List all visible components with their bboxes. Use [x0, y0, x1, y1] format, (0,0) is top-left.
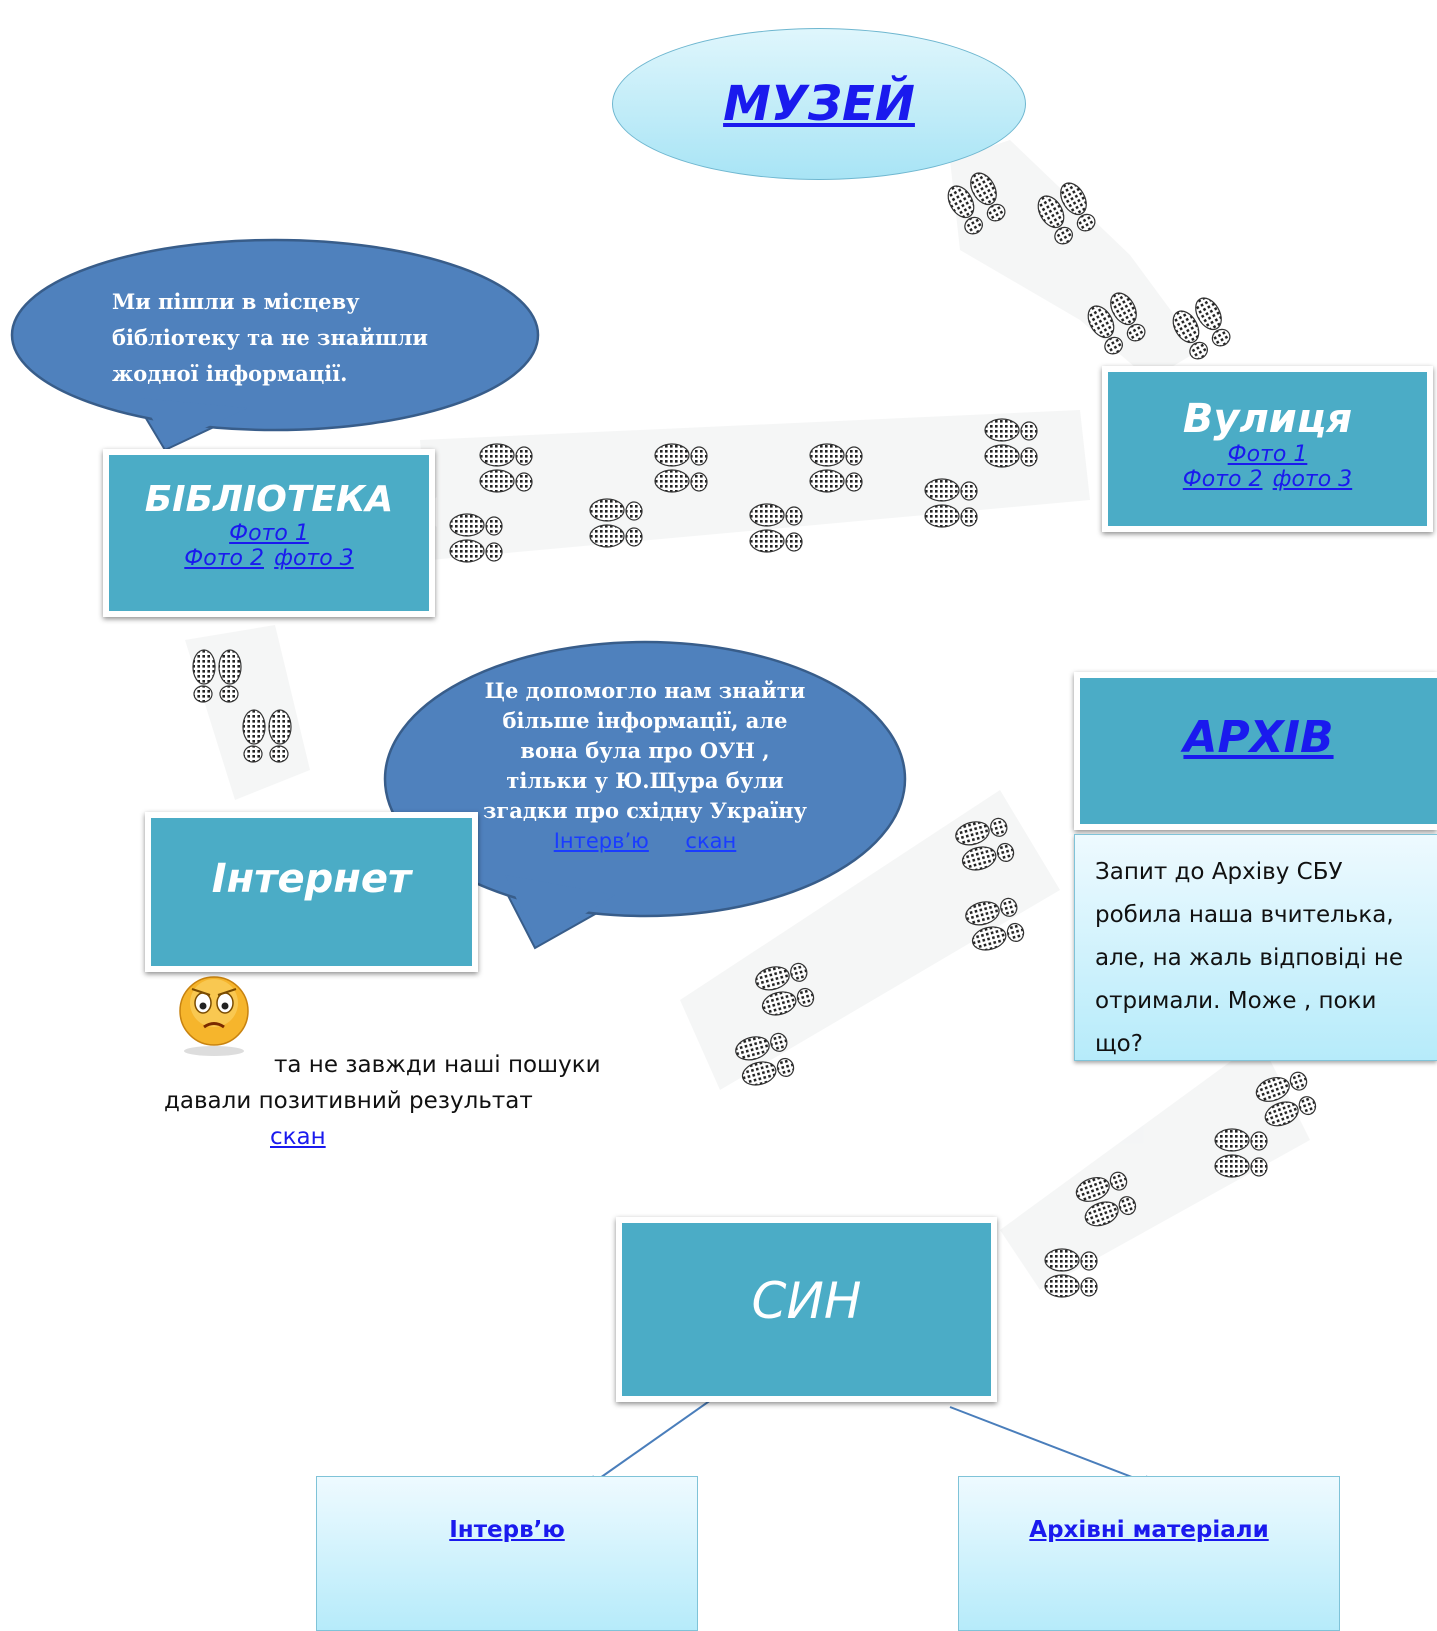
archive-materials-node: Архівні матеріали: [958, 1476, 1340, 1631]
archive-note: Запит до Архіву СБУ робила наша вчительк…: [1074, 834, 1437, 1061]
archive-link[interactable]: АРХІВ: [1183, 712, 1334, 763]
street-title: Вулиця: [1182, 396, 1353, 442]
library-bubble-text: Ми пішли в місцеву бібліотеку та не знай…: [112, 284, 432, 392]
fail-line-2: давали позитивний результат: [164, 1088, 533, 1114]
internet-node: Інтернет: [145, 812, 478, 972]
archive-node: АРХІВ: [1074, 672, 1437, 830]
library-photo-2-link[interactable]: Фото 2: [184, 546, 264, 571]
speech-bubble-internet: [383, 640, 907, 950]
bubble-line: вона була про ОУН ,: [520, 738, 770, 763]
fail-scan-link[interactable]: скан: [270, 1124, 326, 1150]
archive-note-line: робила наша вчителька,: [1095, 902, 1394, 928]
sad-face-icon: [179, 976, 249, 1056]
archive-note-line: Запит до Архіву СБУ: [1095, 859, 1343, 885]
bubble-line: жодної інформації.: [112, 361, 348, 386]
internet-interview-link[interactable]: Інтерв’ю: [553, 829, 649, 853]
fail-line-1: та не завжди наші пошуки: [274, 1052, 601, 1078]
son-title: СИН: [751, 1272, 862, 1330]
archive-note-line: отримали. Може , поки: [1095, 988, 1377, 1014]
bubble-line: Це допомогло нам знайти: [484, 678, 806, 703]
bubble-line: згадки про східну Україну: [483, 798, 807, 823]
internet-scan-link[interactable]: скан: [685, 829, 737, 853]
archive-note-line: але, на жаль відповіді не: [1095, 945, 1404, 971]
failed-search-note: та не завжди наші пошуки давали позитивн…: [164, 1047, 634, 1155]
museum-link[interactable]: МУЗЕЙ: [723, 76, 915, 132]
street-photo-3-link[interactable]: фото 3: [1272, 467, 1353, 492]
son-node: СИН: [616, 1217, 997, 1402]
interview-link[interactable]: Інтерв’ю: [449, 1517, 565, 1543]
interview-node: Інтерв’ю: [316, 1476, 698, 1631]
bubble-line: бібліотеку та не знайшли: [112, 325, 428, 350]
library-photo-3-link[interactable]: фото 3: [274, 546, 354, 571]
bubble-line: Ми пішли в місцеву: [112, 289, 360, 314]
library-title: БІБЛІОТЕКА: [144, 479, 394, 520]
street-node: Вулиця Фото 1 Фото 2 фото 3: [1102, 366, 1433, 532]
street-photo-2-link[interactable]: Фото 2: [1182, 467, 1263, 492]
internet-title: Інтернет: [211, 856, 412, 902]
library-photo-1-link[interactable]: Фото 1: [229, 521, 309, 546]
library-node: БІБЛІОТЕКА Фото 1 Фото 2 фото 3: [103, 449, 435, 617]
internet-bubble-text: Це допомогло нам знайти більше інформаці…: [478, 676, 812, 856]
bubble-line: тільки у Ю.Щура були: [506, 768, 784, 793]
street-photo-1-link[interactable]: Фото 1: [1227, 442, 1308, 467]
archive-materials-link[interactable]: Архівні матеріали: [1029, 1517, 1269, 1543]
archive-note-line: що?: [1095, 1031, 1143, 1057]
museum-node: МУЗЕЙ: [612, 28, 1026, 180]
speech-bubble-library: [10, 238, 540, 452]
bubble-line: більше інформації, але: [502, 708, 788, 733]
